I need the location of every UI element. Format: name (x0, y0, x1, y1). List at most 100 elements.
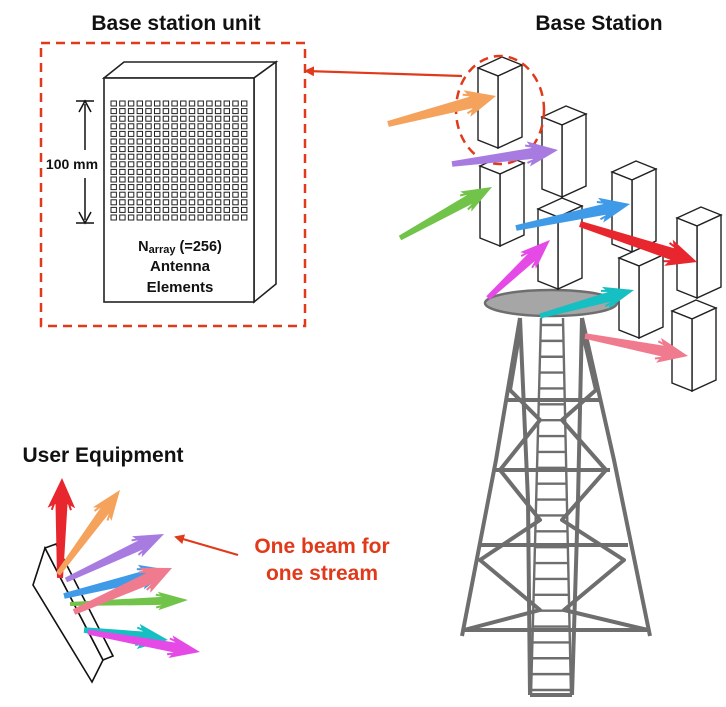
antenna-element (223, 214, 231, 221)
antenna-element (136, 130, 144, 137)
antenna-element (232, 146, 239, 153)
antenna-element (145, 123, 152, 130)
antenna-element (232, 153, 239, 160)
user-equipment-beams (47, 478, 200, 658)
antenna-element (232, 199, 239, 206)
antenna-element (145, 115, 152, 122)
antenna-element (188, 130, 196, 137)
antenna-element (154, 130, 161, 137)
antenna-element (241, 191, 248, 198)
antenna-element (171, 184, 178, 191)
antenna-element (197, 206, 204, 213)
antenna-element (188, 176, 196, 183)
antenna-element (223, 168, 231, 175)
antenna-element (154, 123, 161, 130)
antenna-element (171, 100, 178, 107)
antenna-element (119, 161, 126, 168)
antenna-element (110, 123, 117, 130)
antenna-element (162, 214, 170, 221)
antenna-element (171, 153, 178, 160)
antenna-element (162, 176, 170, 183)
antenna-element (206, 199, 213, 206)
antenna-element (145, 214, 152, 221)
antenna-element (127, 123, 135, 130)
antenna-element (154, 184, 161, 191)
antenna-element (162, 115, 170, 122)
beam-arrow (515, 197, 630, 231)
beam-arrow (451, 141, 558, 167)
antenna-element (232, 184, 239, 191)
antenna-element (119, 153, 126, 160)
antenna-panel-icon (476, 56, 524, 150)
antenna-element (110, 146, 117, 153)
antenna-element (136, 176, 144, 183)
antenna-element (136, 214, 144, 221)
antenna-element (110, 108, 117, 115)
antenna-element (188, 146, 196, 153)
antenna-element (206, 161, 213, 168)
antenna-element (214, 161, 222, 168)
base-station-unit-frame (39, 41, 307, 328)
antenna-element (188, 184, 196, 191)
antenna-element (127, 138, 135, 145)
antenna-element (154, 199, 161, 206)
antenna-element (127, 108, 135, 115)
antenna-element (136, 199, 144, 206)
antenna-element (223, 108, 231, 115)
user-equipment-title: User Equipment (22, 444, 183, 467)
antenna-element (119, 214, 126, 221)
antenna-element (162, 146, 170, 153)
antenna-element (214, 153, 222, 160)
tower-platform (483, 288, 619, 318)
antenna-element (232, 161, 239, 168)
antenna-element (241, 168, 248, 175)
antenna-element (197, 146, 204, 153)
antenna-element (197, 176, 204, 183)
antenna-element (188, 100, 196, 107)
antenna-element (171, 138, 178, 145)
antenna-array-icon (101, 60, 279, 304)
antenna-element (119, 108, 126, 115)
antenna-element (110, 161, 117, 168)
antenna-element (214, 191, 222, 198)
antenna-element (145, 191, 152, 198)
antenna-element (136, 100, 144, 107)
antenna-element (136, 153, 144, 160)
antenna-element (241, 214, 248, 221)
antenna-element (223, 206, 231, 213)
beam-arrow (579, 221, 697, 266)
antenna-element (154, 214, 161, 221)
antenna-element (145, 108, 152, 115)
antenna-element (206, 214, 213, 221)
antenna-element (206, 123, 213, 130)
antenna-element (214, 100, 222, 107)
beam-arrow (486, 240, 550, 300)
antenna-element (136, 161, 144, 168)
antenna-element (206, 138, 213, 145)
antenna-element (197, 161, 204, 168)
antenna-element (127, 206, 135, 213)
antenna-element (154, 153, 161, 160)
antenna-element (197, 153, 204, 160)
antenna-element (180, 123, 187, 130)
antenna-element (119, 100, 126, 107)
antenna-element (223, 146, 231, 153)
antenna-panels (476, 56, 723, 393)
beam-arrow (56, 490, 120, 576)
antenna-element (223, 138, 231, 145)
antenna-element (223, 100, 231, 107)
antenna-element (214, 168, 222, 175)
antenna-element (154, 191, 161, 198)
antenna-element (241, 206, 248, 213)
antenna-element (171, 191, 178, 198)
antenna-element (145, 199, 152, 206)
antenna-element (119, 191, 126, 198)
beam-arrow (539, 286, 634, 319)
antenna-element (214, 130, 222, 137)
tower-ladder (529, 317, 573, 696)
antenna-label: Antenna (150, 258, 211, 275)
antenna-element (145, 146, 152, 153)
antenna-element (154, 168, 161, 175)
antenna-element (171, 115, 178, 122)
antenna-element (162, 161, 170, 168)
